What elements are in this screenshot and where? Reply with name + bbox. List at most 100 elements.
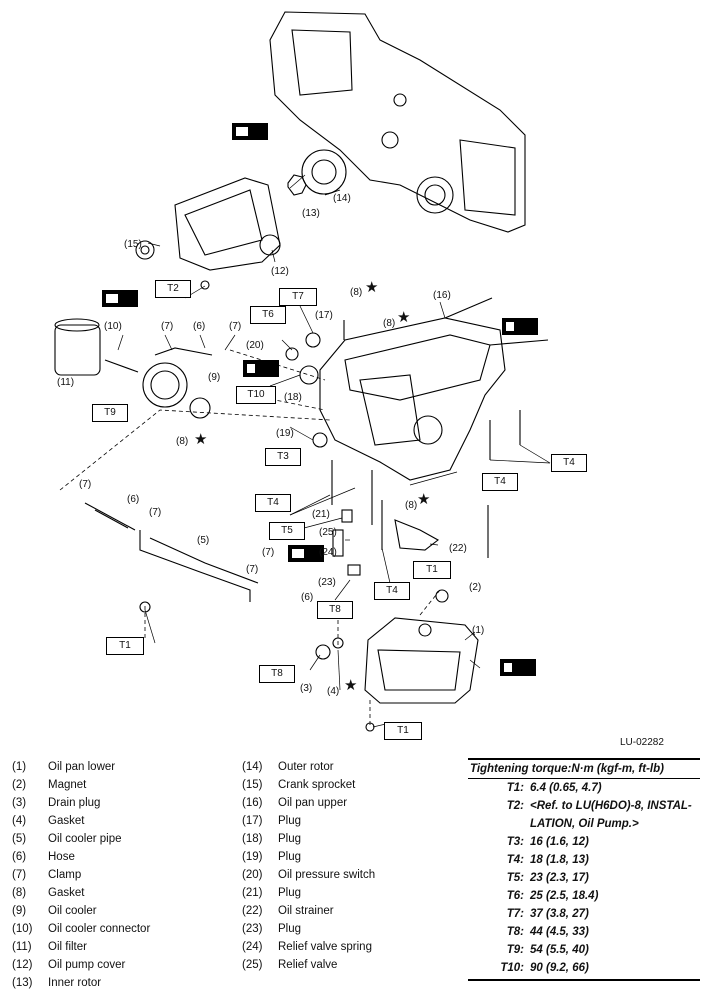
- legend-label: Relief valve spring: [278, 941, 372, 953]
- torque-key: T8:: [506, 926, 524, 938]
- torque-box-t5: T5: [269, 522, 305, 540]
- legend-label: Inner rotor: [48, 977, 102, 989]
- torque-box-t4: T4: [374, 582, 410, 600]
- torque-box-t9: T9: [92, 404, 128, 422]
- legend-number: (1): [12, 761, 27, 773]
- callout-20: (20): [246, 340, 264, 351]
- legend-item: (23)Plug: [242, 920, 301, 938]
- legend-label: Gasket: [48, 815, 85, 827]
- torque-row: T8: 44 (4.5, 33): [468, 923, 700, 941]
- legend-number: (13): [12, 977, 33, 989]
- torque-value: 54 (5.5, 40): [530, 944, 589, 956]
- parts-legend: (1)Oil pan lower(2)Magnet(3)Drain plug(4…: [0, 758, 706, 999]
- torque-box-t7: T7: [279, 288, 317, 306]
- legend-label: Clamp: [48, 869, 82, 881]
- legend-item: (22)Oil strainer: [242, 902, 334, 920]
- legend-item: (14)Outer rotor: [242, 758, 334, 776]
- legend-number: (15): [242, 779, 263, 791]
- oil-pump-body: [174, 177, 281, 271]
- figure-id: LU-02282: [620, 737, 664, 748]
- legend-number: (22): [242, 905, 263, 917]
- legend-label: Oil cooler connector: [48, 923, 151, 935]
- legend-item: (17) Plug: [242, 812, 301, 830]
- legend-label: Crank sprocket: [278, 779, 356, 791]
- legend-number: (20): [242, 869, 263, 881]
- callout-8c: (8): [176, 436, 189, 447]
- legend-label: Oil pressure switch: [278, 869, 376, 881]
- torque-value: LATION, Oil Pump.>: [530, 818, 639, 830]
- legend-number: (9): [12, 905, 27, 917]
- legend-number: (4): [12, 815, 27, 827]
- torque-value: 44 (4.5, 33): [530, 926, 589, 938]
- legend-item: (19) Plug: [242, 848, 301, 866]
- torque-rows: T1:6.4 (0.65, 4.7)T2:<Ref. to LU(H6DO)-8…: [468, 779, 700, 977]
- legend-label: Plug: [278, 851, 302, 863]
- callout-19: (19): [276, 428, 294, 439]
- callout-7d: (7): [149, 507, 162, 518]
- callout-8a: (8): [350, 287, 363, 298]
- torque-row: T7:37 (3.8, 27): [468, 905, 700, 923]
- legend-label: Hose: [48, 851, 75, 863]
- crank-sprocket: [135, 240, 155, 260]
- legend-label: Plug: [278, 815, 302, 827]
- torque-box-t6: T6: [250, 306, 286, 324]
- callout-2: (2): [469, 582, 482, 593]
- callout-6c: (6): [301, 592, 314, 603]
- torque-box-t1: T1: [384, 722, 422, 740]
- legend-item: (15) Crank sprocket: [242, 776, 355, 794]
- legend-item: (8)Gasket: [12, 884, 84, 902]
- legend-item: (5) Oil cooler pipe: [12, 830, 122, 848]
- torque-value: 16 (1.6, 12): [530, 836, 589, 848]
- callout-12: (12): [271, 266, 289, 277]
- legend-number: (2): [12, 779, 27, 791]
- legend-item: (25)Relief valve: [242, 956, 337, 974]
- torque-value: 23 (2.3, 17): [530, 872, 589, 884]
- legend-item: (7)Clamp: [12, 866, 81, 884]
- callout-22: (22): [449, 543, 467, 554]
- legend-item: (3)Drain plug: [12, 794, 100, 812]
- legend-label: Plug: [278, 923, 302, 935]
- legend-label: Drain plug: [48, 797, 101, 809]
- callout-1: (1): [472, 625, 485, 636]
- replace-star-icon: ★: [397, 308, 411, 326]
- legend-number: (17): [242, 815, 263, 827]
- callout-6b: (6): [127, 494, 140, 505]
- legend-number: (12): [12, 959, 33, 971]
- torque-row: T10:90 (9.2, 66): [468, 959, 700, 977]
- legend-number: (18): [242, 833, 263, 845]
- torque-key: T9:: [506, 944, 524, 956]
- torque-row: T4:18 (1.8, 13): [468, 851, 700, 869]
- legend-number: (6): [12, 851, 27, 863]
- legend-label: Oil pump cover: [48, 959, 126, 971]
- legend-number: (19): [242, 851, 263, 863]
- legend-label: Relief valve: [278, 959, 338, 971]
- callout-4: (4): [327, 686, 340, 697]
- replace-star-icon: ★: [365, 278, 379, 296]
- callout-7e: (7): [262, 547, 275, 558]
- legend-number: (24): [242, 941, 263, 953]
- replace-star-icon: ★: [194, 430, 208, 448]
- torque-row: T6:25 (2.5, 18.4): [468, 887, 700, 905]
- replace-star-icon: ★: [417, 490, 431, 508]
- callout-15: (15): [124, 239, 142, 250]
- legend-label: Oil pan lower: [48, 761, 116, 773]
- torque-box-t8: T8: [259, 665, 295, 683]
- torque-key: T5:: [506, 872, 524, 884]
- legend-item: (6) Hose: [12, 848, 75, 866]
- callout-8d: (8): [405, 500, 418, 511]
- torque-key: T10:: [500, 962, 524, 974]
- legend-label: Oil filter: [48, 941, 87, 953]
- legend-number: (5): [12, 833, 27, 845]
- callout-17: (17): [315, 310, 333, 321]
- timing-cover-outline: [269, 11, 526, 233]
- legend-item: (4) Gasket: [12, 812, 84, 830]
- torque-box-t2: T2: [155, 280, 191, 298]
- legend-label: Oil cooler pipe: [48, 833, 122, 845]
- legend-label: Oil cooler: [48, 905, 97, 917]
- callout-7b: (7): [229, 321, 242, 332]
- legend-label: Gasket: [48, 887, 85, 899]
- legend-item: (10)Oil cooler connector: [12, 920, 150, 938]
- torque-box-t8: T8: [317, 601, 353, 619]
- legend-number: (16): [242, 797, 263, 809]
- callout-23: (23): [318, 577, 336, 588]
